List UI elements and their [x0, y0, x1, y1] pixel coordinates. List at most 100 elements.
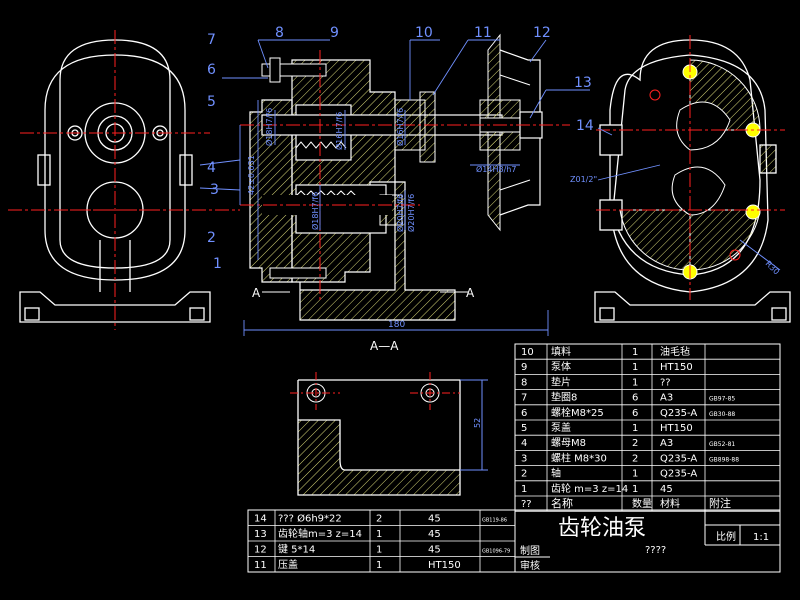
- lower-table-cell-qty: 1: [376, 529, 382, 540]
- dim-bottom-height: 52: [473, 418, 482, 428]
- bom-cell-name: 螺栓M8*25: [551, 406, 604, 419]
- part-label-12: 12: [533, 25, 551, 41]
- bom-cell-no: 7: [521, 393, 527, 404]
- bom-cell-material: A3: [660, 393, 673, 404]
- bom-cell-note: GB52-81: [709, 441, 735, 448]
- bom-cell-qty: 2: [632, 438, 638, 449]
- bom-cell-no: 9: [521, 362, 527, 373]
- drawing-subtitle: ????: [645, 545, 666, 556]
- lower-table-cell-material: 45: [428, 545, 441, 556]
- dim-overall-length: 180: [388, 320, 405, 330]
- bom-cell-no: 1: [521, 484, 527, 495]
- lower-table-cell-material: 45: [428, 529, 441, 540]
- section-labels: A A A—A: [252, 286, 475, 353]
- bracket-detail: [290, 372, 488, 496]
- bom-cell-no: 5: [521, 423, 527, 434]
- bom-cell-name: 填料: [551, 345, 571, 358]
- part-label-14: 14: [576, 118, 594, 134]
- lower-table-cell-material: HT150: [428, 560, 461, 571]
- bom-cell-note: GB30-88: [709, 411, 735, 418]
- part-label-2: 2: [207, 230, 216, 246]
- title-block: [514, 509, 781, 573]
- bom-cell-note: GB97-85: [709, 396, 735, 403]
- bom-cell-name: 螺柱 M8*30: [551, 451, 607, 464]
- section-title: A—A: [370, 339, 399, 353]
- bom-cell-name: 轴: [551, 467, 561, 480]
- check-label: 审核: [520, 559, 540, 572]
- lower-table-cell-qty: 1: [376, 560, 382, 571]
- bom-cell-material: 45: [660, 484, 673, 495]
- bom-cell-no: 2: [521, 469, 527, 480]
- bom-cell-qty: 1: [632, 423, 638, 434]
- part-label-4: 4: [207, 160, 216, 176]
- dim-fit-6: Ø20H7/f6: [395, 194, 405, 232]
- bom-cell-material: Q235-A: [660, 408, 697, 419]
- bom-header-name: 名称: [551, 496, 573, 510]
- bom-cell-material: Q235-A: [660, 453, 697, 464]
- bom-cell-qty: 1: [632, 484, 638, 495]
- dim-fit-3: Ø16H7/f6: [395, 108, 405, 146]
- part-number-labels: 7 6 5 4 3 2 1 8 9 10 11 12 13 14: [207, 25, 594, 272]
- bom-cell-qty: 1: [632, 347, 638, 358]
- bom-header-qty: 数量: [632, 497, 652, 510]
- part-label-10: 10: [415, 25, 433, 41]
- part-label-8: 8: [275, 25, 284, 41]
- bom-cell-no: 4: [521, 438, 527, 449]
- bom-cell-name: 泵盖: [551, 421, 571, 434]
- dim-fit-2: Ø16H7/f6: [334, 112, 344, 150]
- right-view-leaders: [597, 127, 781, 271]
- bom-cell-material: A3: [660, 438, 673, 449]
- bom-cell-name: 泵体: [551, 361, 571, 373]
- bom-cell-qty: 2: [632, 453, 638, 464]
- section-view: [249, 33, 548, 321]
- part-label-3: 3: [210, 182, 219, 198]
- bom-cell-qty: 1: [632, 362, 638, 373]
- dim-fit-4: Ø14H8/h7: [476, 164, 516, 174]
- lower-table-cell-qty: 1: [376, 545, 382, 556]
- section-cut-right-label: A: [466, 286, 475, 300]
- section-dimension-lines: [239, 100, 549, 336]
- bom-cell-qty: 1: [632, 377, 638, 388]
- bom-cell-name: 齿轮 m=3 z=14: [551, 482, 628, 495]
- bom-cell-material: 油毛毡: [660, 345, 690, 358]
- bom-cell-material: HT150: [660, 362, 693, 373]
- part-label-1: 1: [213, 256, 222, 272]
- bom-cell-no: 10: [521, 347, 534, 358]
- bom-header-no: ??: [521, 499, 532, 510]
- scale-label: 比例: [716, 530, 736, 543]
- lower-table-cell-no: 11: [254, 560, 267, 571]
- dim-height: 42±0.031: [247, 155, 256, 195]
- part-label-6: 6: [207, 62, 216, 78]
- bom-cell-no: 8: [521, 377, 527, 388]
- drawn-label: 制图: [520, 544, 540, 557]
- bom-header-material: 材料: [660, 497, 680, 510]
- bom-cell-qty: 1: [632, 469, 638, 480]
- lower-table-cell-name: ??? Ø6h9*22: [278, 513, 342, 525]
- bom-cell-qty: 6: [632, 408, 638, 419]
- bom-cell-material: ??: [660, 377, 671, 388]
- leader-lines: [199, 39, 590, 191]
- part-label-5: 5: [207, 94, 216, 110]
- dim-fit-1: Ø18H7/f6: [264, 108, 274, 146]
- bom-cell-no: 3: [521, 453, 527, 464]
- bom-cell-note: GB898-88: [709, 456, 739, 463]
- lower-table-cell-no: 13: [254, 529, 267, 540]
- bom-cell-material: Q235-A: [660, 469, 697, 480]
- bom-cell-name: 螺母M8: [551, 437, 586, 449]
- dim-angle: Z01/2": [570, 175, 597, 184]
- bom-cell-no: 6: [521, 408, 527, 419]
- part-label-13: 13: [574, 75, 592, 91]
- right-view-centerlines: [596, 35, 785, 300]
- lower-table-cell-qty: 2: [376, 514, 382, 525]
- dim-fit-5: Ø18H7/f6: [310, 192, 320, 230]
- part-label-7: 7: [207, 32, 216, 48]
- title-block-texts: 齿轮油泵 ???? 制图 审核 比例 1:1: [520, 516, 769, 572]
- dim-fit-7: Ø20H7/f6: [406, 194, 416, 232]
- section-cut-left-label: A: [252, 286, 261, 300]
- drawing-title: 齿轮油泵: [558, 516, 646, 541]
- lower-table-cell-no: 12: [254, 545, 267, 556]
- lower-table-cell-note: GB119-86: [482, 518, 507, 524]
- left-view-centerlines: [8, 30, 240, 330]
